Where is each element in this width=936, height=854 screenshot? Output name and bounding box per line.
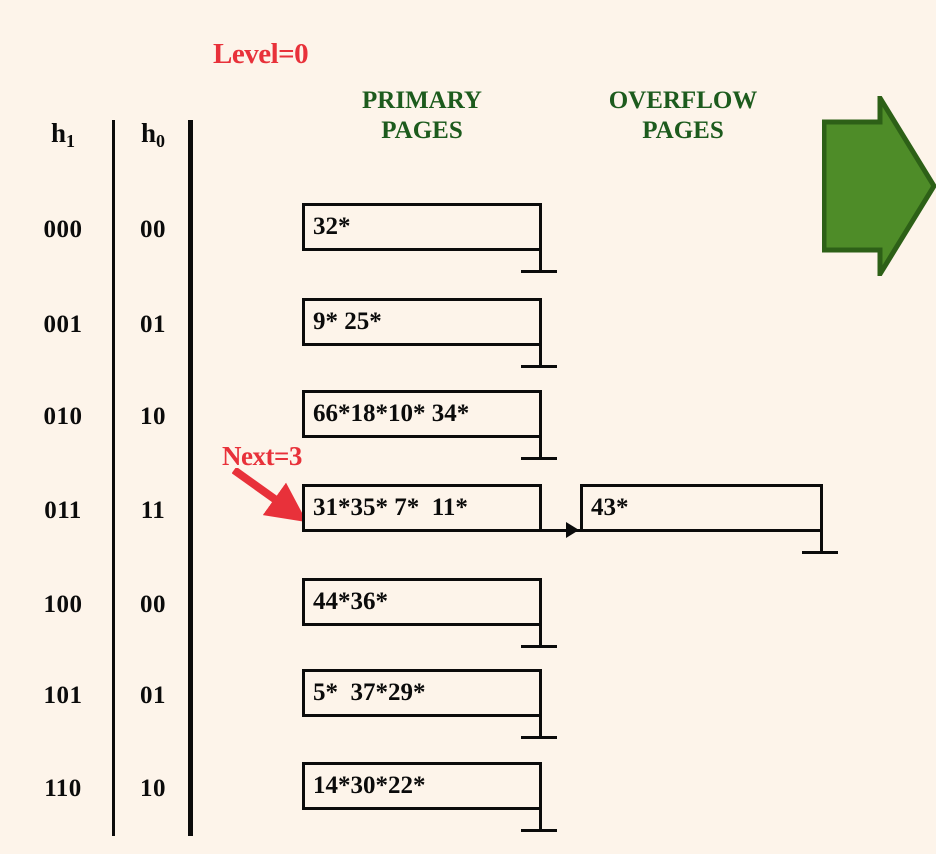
level-label: Level=0 bbox=[213, 38, 309, 70]
overflow-page-3[interactable]: 43* bbox=[580, 484, 823, 532]
primary-page-1[interactable]: 9* 25* bbox=[302, 298, 542, 346]
h0-value-01-row1: 01 bbox=[140, 311, 166, 338]
h1-value-000: 000 bbox=[43, 216, 83, 243]
green-block-arrow-icon bbox=[822, 96, 936, 276]
h1-value-001: 001 bbox=[43, 311, 83, 338]
overflow-page-entries-3: 43* bbox=[591, 494, 629, 521]
h1-h0-divider-rule bbox=[112, 120, 115, 836]
overflow-connector-arrowhead-3 bbox=[566, 522, 579, 538]
next-pointer-arrow bbox=[232, 468, 307, 523]
h1-value-110: 110 bbox=[44, 775, 82, 802]
primary-page-entries-6: 14*30*22* bbox=[313, 772, 426, 799]
primary-page-tail-tick-2 bbox=[521, 457, 557, 460]
h0-header-base: h bbox=[140, 118, 157, 148]
h0-pages-divider-rule bbox=[188, 120, 193, 836]
h0-value-00-row0: 00 bbox=[140, 216, 166, 243]
primary-page-entries-0: 32* bbox=[313, 213, 351, 240]
primary-page-5[interactable]: 5* 37*29* bbox=[302, 669, 542, 717]
primary-page-entries-4: 44*36* bbox=[313, 588, 388, 615]
primary-page-entries-5: 5* 37*29* bbox=[313, 679, 426, 706]
primary-page-4[interactable]: 44*36* bbox=[302, 578, 542, 626]
overflow-page-tail-stem-3 bbox=[820, 529, 823, 551]
h0-value-01-row5: 01 bbox=[140, 682, 166, 709]
primary-page-6[interactable]: 14*30*22* bbox=[302, 762, 542, 810]
primary-page-tail-tick-0 bbox=[521, 270, 557, 273]
primary-page-tail-stem-1 bbox=[539, 343, 542, 365]
primary-page-0[interactable]: 32* bbox=[302, 203, 542, 251]
h0-value-11-row3: 11 bbox=[140, 497, 166, 524]
primary-page-tail-stem-6 bbox=[539, 807, 542, 829]
h0-header-subscript: 0 bbox=[156, 131, 166, 151]
overflow-page-tail-tick-3 bbox=[802, 551, 838, 554]
h1-column-header: h1 bbox=[18, 118, 108, 151]
h0-value-10-row2: 10 bbox=[140, 403, 166, 430]
primary-page-tail-stem-4 bbox=[539, 623, 542, 645]
primary-page-entries-3: 31*35* 7* 11* bbox=[313, 494, 468, 521]
primary-page-tail-stem-0 bbox=[539, 248, 542, 270]
h1-value-011: 011 bbox=[44, 497, 82, 524]
primary-page-entries-1: 9* 25* bbox=[313, 308, 382, 335]
primary-page-tail-tick-5 bbox=[521, 736, 557, 739]
primary-page-tail-stem-2 bbox=[539, 435, 542, 457]
primary-page-tail-stem-5 bbox=[539, 714, 542, 736]
h0-column-header: h0 bbox=[118, 118, 188, 151]
primary-page-tail-tick-1 bbox=[521, 365, 557, 368]
primary-page-3[interactable]: 31*35* 7* 11* bbox=[302, 484, 542, 532]
h1-header-base: h bbox=[50, 118, 67, 148]
primary-page-entries-2: 66*18*10* 34* bbox=[313, 400, 470, 427]
h1-value-101: 101 bbox=[43, 682, 83, 709]
primary-page-2[interactable]: 66*18*10* 34* bbox=[302, 390, 542, 438]
overflow-connector-3 bbox=[540, 529, 580, 532]
primary-page-tail-tick-6 bbox=[521, 829, 557, 832]
h1-value-010: 010 bbox=[43, 403, 83, 430]
h0-value-00-row4: 00 bbox=[140, 591, 166, 618]
h1-header-subscript: 1 bbox=[66, 131, 76, 151]
primary-page-tail-tick-4 bbox=[521, 645, 557, 648]
h0-value-10-row6: 10 bbox=[140, 775, 166, 802]
h1-value-100: 100 bbox=[43, 591, 83, 618]
next-label: Next=3 bbox=[222, 441, 302, 471]
